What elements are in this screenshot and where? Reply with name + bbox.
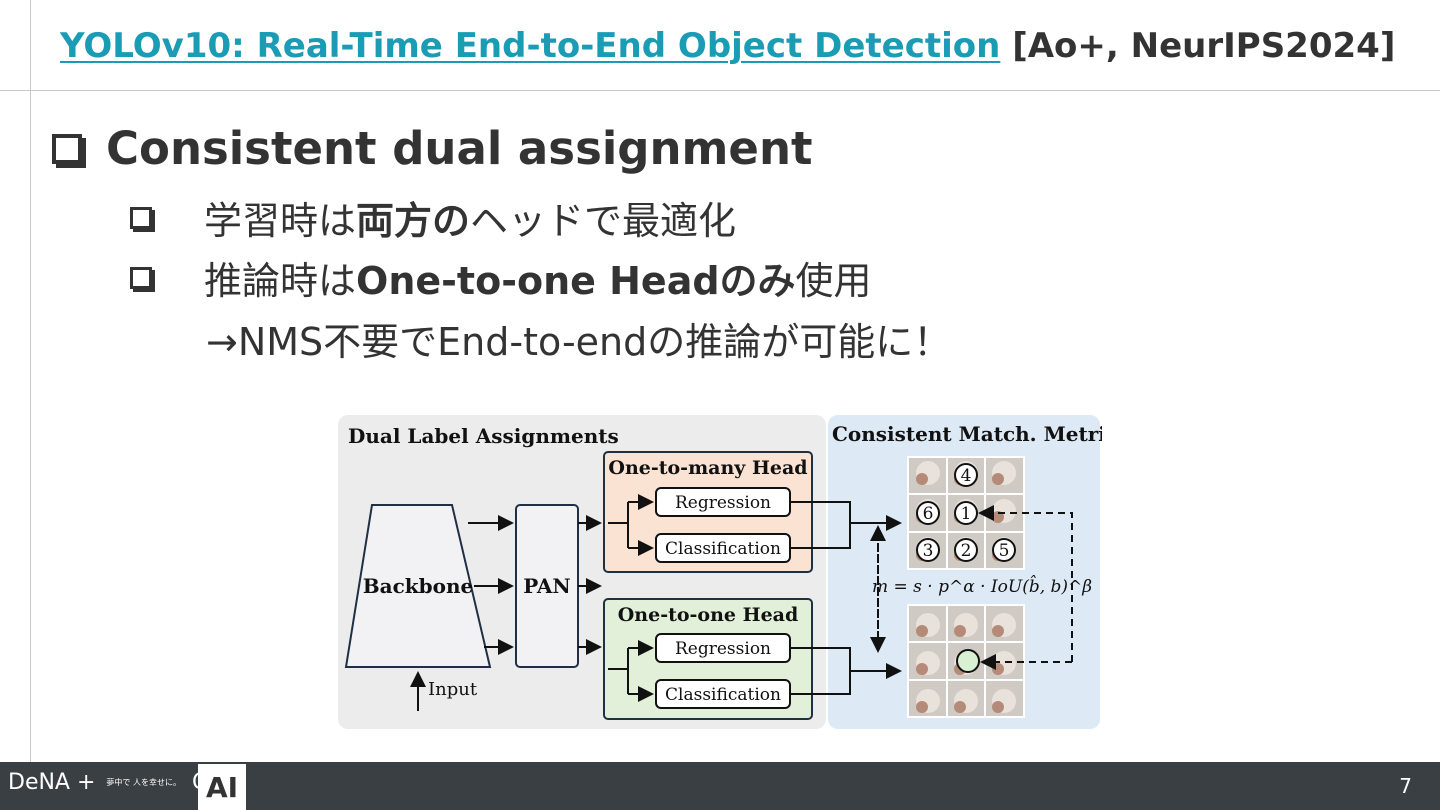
rank-label: 5 [999,541,1010,561]
rank-label: 2 [961,541,972,561]
bullet-pre: 学習時は [204,199,357,243]
regression-label: Regression [675,493,771,513]
metric-formula: m = s · p^α · IoU(b̂, b)^β [872,575,1092,597]
page-number: 7 [1399,774,1412,798]
paper-title-link[interactable]: YOLOv10: Real-Time End-to-End Object Det… [60,26,1001,66]
bullet-bold: 両方の [356,199,471,243]
bullet-bold: One-to-one Headのみ [356,259,796,303]
bullet-post: 使用 [795,259,872,303]
bullet-post: ヘッドで最適化 [470,199,737,243]
classification-label: Classification [665,685,781,705]
input-label: Input [428,679,478,700]
plus-sign: + [76,770,96,795]
left-panel-title: Dual Label Assignments [348,424,619,448]
regression-label: Regression [675,639,771,659]
rank-label: 6 [923,504,934,524]
right-panel [828,415,1100,729]
ai-badge: AI [198,764,246,810]
bullet-pre: 推論時は [204,259,357,303]
architecture-figure: Dual Label Assignments Consistent Match.… [338,415,1102,729]
checkbox-bullet-icon [130,266,155,292]
footer-logos: DeNA + 夢中で 人を幸せに。 GO [8,770,226,795]
bullet-training: 学習時は両方のヘッドで最適化 [130,190,736,245]
backbone-block [344,504,492,668]
classification-label: Classification [665,539,781,559]
dena-logo: DeNA [8,770,70,795]
header-divider [0,90,1440,91]
checkbox-bullet-icon [130,206,155,232]
tagline-logo: 夢中で 人を幸せに。 [106,778,181,787]
section-heading: Consistent dual assignment [52,122,813,175]
right-panel-title: Consistent Match. Metric [832,422,1102,446]
slide-title: YOLOv10: Real-Time End-to-End Object Det… [60,26,1395,66]
rank-label: 1 [961,504,972,524]
one-to-many-head-label: One-to-many Head [608,457,807,479]
backbone-label: Backbone [363,574,474,598]
checkbox-bullet-icon [52,133,86,168]
matching-image-bottom [907,604,1025,718]
heading-text: Consistent dual assignment [106,122,813,175]
pan-label: PAN [523,574,570,598]
left-margin-rule [30,0,31,762]
match-arrow-top [978,505,1073,662]
one-to-one-head-label: One-to-one Head [618,604,799,626]
bullet-note: →NMS不要でEnd-to-endの推論が可能に！ [206,320,952,364]
citation: [Ao+, NeurIPS2024] [1012,26,1396,66]
rank-label: 3 [923,541,934,561]
rank-label: 4 [961,466,972,486]
